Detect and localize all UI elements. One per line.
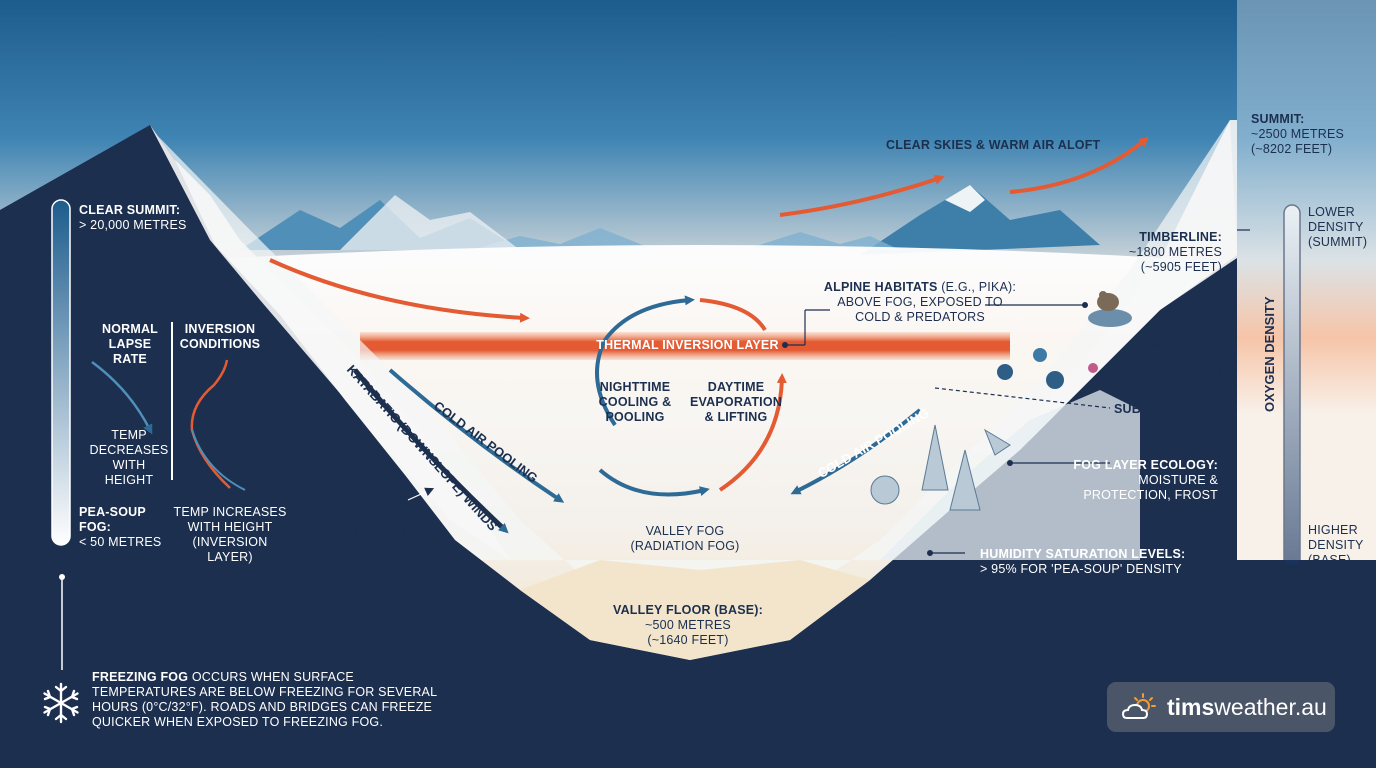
inversion-curve — [190, 359, 231, 489]
fog-top-label: FOG TOP: ~1200 METRES (~3937 FEET) — [312, 497, 406, 541]
warm-air-arrow-mid — [779, 174, 945, 217]
clear-skies-label: CLEAR SKIES & WARM AIR ALOFT — [886, 138, 1101, 152]
humidity-saturation-label: HUMIDITY SATURATION LEVELS: > 95% FOR 'P… — [980, 547, 1186, 576]
temp-decreases-label: TEMP DECREASES WITH HEIGHT — [89, 428, 169, 487]
freezing-fog-note: FREEZING FOG OCCURS WHEN SURFACE TEMPERA… — [92, 670, 438, 729]
oxygen-axis-label: OXYGEN DENSITY — [1262, 296, 1277, 412]
visibility-gauge — [51, 199, 71, 546]
thermal-inversion-band — [360, 332, 1010, 360]
lower-density-label: LOWER DENSITY (SUMMIT) — [1308, 205, 1368, 249]
summit-label: SUMMIT: ~2500 METRES (~8202 FEET) — [1251, 112, 1345, 156]
valley-floor — [520, 560, 870, 660]
thermal-inversion-label: THERMAL INVERSION LAYER — [596, 338, 779, 352]
cold-air-arrow-left — [388, 368, 565, 503]
clear-summit-label: CLEAR SUMMIT: > 20,000 METRES — [79, 203, 187, 232]
timberline-label-lower: TIMBERLINE: ~1800 METRES (~5905 FEET) — [1128, 337, 1222, 381]
brand-text: timsweather.au — [1167, 693, 1327, 720]
sun-cloud-icon — [1121, 693, 1156, 719]
normal-lapse-rate-label: NORMAL LAPSE RATE — [101, 322, 159, 366]
subalpine-zone-label: SUBALPINE ZONE — [1114, 402, 1228, 416]
normal-lapse-arrow — [91, 360, 153, 435]
snowflake-icon — [43, 682, 79, 724]
oxygen-gauge — [1283, 204, 1301, 568]
valley-dark-silhouette — [0, 125, 1376, 768]
fog-layer-ecology-label: FOG LAYER ECOLOGY: MOISTURE & PROTECTION… — [1073, 458, 1218, 502]
timberline-label-upper: TIMBERLINE: ~1800 METRES (~5905 FEET) — [1128, 230, 1222, 274]
distant-mountain-mid — [470, 228, 650, 250]
brand-badge[interactable]: timsweather.au — [1107, 682, 1335, 732]
pea-soup-fog-label: PEA-SOUP FOG: < 50 METRES — [79, 505, 162, 549]
temp-increases-label: TEMP INCREASES WITH HEIGHT (INVERSION LA… — [173, 505, 287, 564]
circulation-arrow-bottom — [598, 468, 710, 497]
warm-air-arrow-left — [269, 258, 530, 323]
inversion-conditions-label: INVERSION CONDITIONS — [179, 322, 261, 351]
nighttime-cooling-label: NIGHTTIME COOLING & POOLING — [598, 380, 672, 424]
fog-trees — [870, 424, 1011, 511]
subalpine-divider — [934, 387, 1111, 409]
higher-density-label: HIGHER DENSITY (BASE) — [1308, 523, 1364, 567]
daytime-evaporation-label: DAYTIME EVAPORATION & LIFTING — [689, 380, 783, 424]
alpine-habitats-label: ALPINE HABITATS (e.g., PIKA): ABOVE FOG,… — [823, 280, 1017, 324]
cold-air-arrow-right — [790, 408, 922, 495]
pika-illustration — [1088, 291, 1132, 327]
distant-mountain-right — [860, 185, 1100, 255]
left-ridge-snow — [150, 125, 510, 560]
circulation-arrow-right — [718, 373, 787, 492]
katabatic-arrow — [353, 368, 509, 534]
valley-fog-label: VALLEY FOG (RADIATION FOG) — [630, 524, 740, 553]
visibility-axis-label: VISIBILITY INDEX (METRES) — [25, 289, 40, 465]
valley-floor-label: VALLEY FLOOR (BASE): ~500 METRES (~1640 … — [612, 603, 764, 647]
circulation-arrow-top — [595, 295, 695, 427]
warm-air-arrow-right — [1009, 136, 1149, 194]
